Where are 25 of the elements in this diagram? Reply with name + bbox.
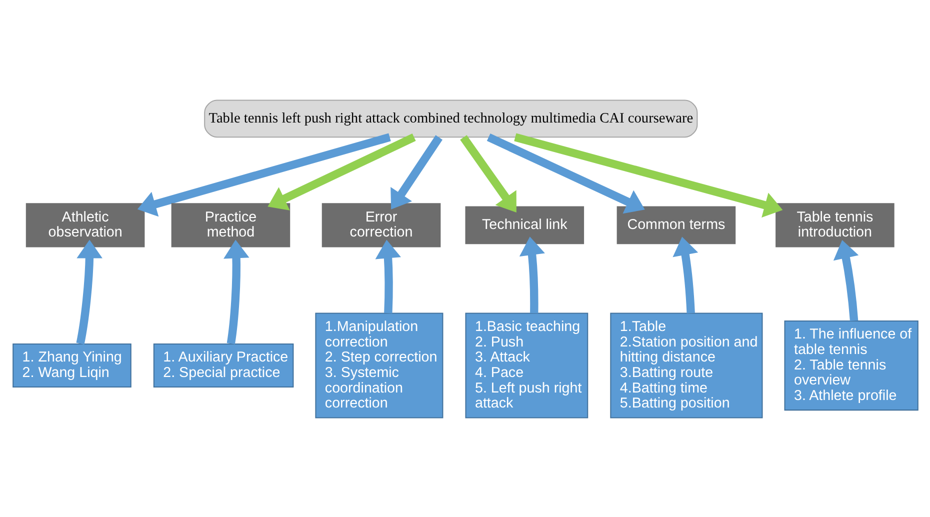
- node-box: 1. Zhang Yining 2. Wang Liqin: [12, 342, 131, 388]
- arrow: [76, 239, 102, 344]
- arrow: [267, 133, 416, 210]
- node-box: 1.Table 2.Station position and hitting distance 3.Batting route 4.Batting time 5.Batting position: [610, 312, 762, 418]
- node-box: 1.Manipulation correction 2. Step correction 3. Systemic coordination correction: [314, 312, 443, 418]
- node-box: Error correction: [321, 202, 440, 247]
- node-box: 1. The influence of table tennis 2. Table tennis overview 3. Athlete profile: [784, 320, 918, 410]
- node-box: Common terms: [616, 206, 736, 244]
- node-box: Technical link: [464, 206, 584, 244]
- arrow: [486, 132, 644, 214]
- node-box: 1. Auxiliary Practice 2. Special practice: [152, 342, 294, 388]
- arrow: [390, 134, 442, 209]
- arrow: [672, 236, 698, 313]
- arrow: [460, 134, 516, 212]
- arrow: [832, 239, 858, 321]
- node-box: Athletic observation: [25, 202, 144, 247]
- arrow: [374, 239, 400, 313]
- arrow: [136, 132, 390, 216]
- arrow: [518, 236, 544, 313]
- arrow: [223, 239, 249, 344]
- node-box: Practice method: [170, 202, 290, 247]
- node-box: 1.Basic teaching 2. Push 3. Attack 4. Pace 5. Left push right attack: [464, 312, 588, 418]
- arrow: [514, 132, 782, 218]
- node-box: Table tennis left push right attack combined technology multimedia CAI courseware: [204, 99, 698, 138]
- node-box: Table tennis introduction: [775, 202, 894, 247]
